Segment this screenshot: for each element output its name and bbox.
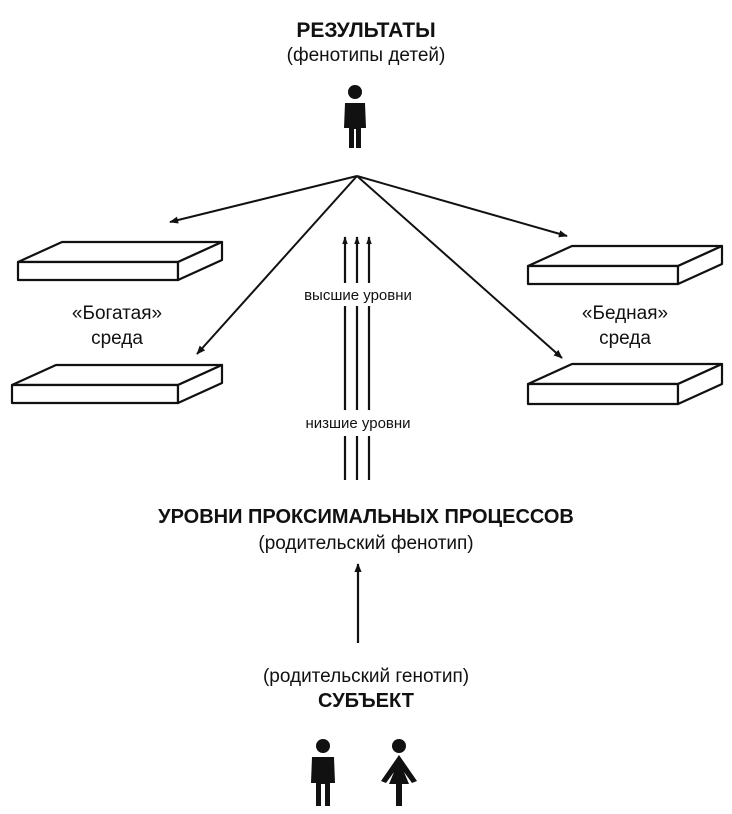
- parental-genotype-label: (родительский генотип): [263, 666, 469, 687]
- rich-environment-lower-slab: [10, 363, 224, 405]
- arrow-to-poor-upper: [356, 175, 568, 238]
- rich-environment-upper-slab: [16, 240, 224, 282]
- male-figure-icon: [311, 739, 335, 806]
- higher-levels-label: высшие уровни: [304, 287, 412, 304]
- arrow-to-poor-lower: [356, 175, 563, 359]
- proximal-processes-subtitle: (родительский фенотип): [258, 533, 473, 554]
- poor-environment-lower-slab: [526, 362, 724, 406]
- poor-environment-upper-slab: [526, 244, 724, 286]
- rich-environment-label-line1: «Богатая»: [72, 303, 162, 324]
- lower-levels-label: низшие уровни: [305, 415, 410, 432]
- results-subtitle: (фенотипы детей): [287, 45, 446, 66]
- rich-environment-label-line2: среда: [91, 328, 143, 349]
- poor-environment-label-line1: «Бедная»: [582, 303, 668, 324]
- proximal-processes-title: УРОВНИ ПРОКСИМАЛЬНЫХ ПРОЦЕССОВ: [158, 506, 574, 528]
- poor-environment-label-line2: среда: [599, 328, 651, 349]
- results-title: РЕЗУЛЬТАТЫ: [296, 19, 435, 42]
- subject-title: СУБЪЕКТ: [318, 690, 414, 712]
- child-figure-icon: [344, 85, 366, 148]
- female-figure-icon: [381, 739, 417, 806]
- arrow-to-rich-upper: [169, 175, 358, 224]
- fan-arrows: [169, 175, 568, 359]
- arrow-to-rich-lower: [196, 175, 358, 355]
- level-arrows: [342, 236, 372, 480]
